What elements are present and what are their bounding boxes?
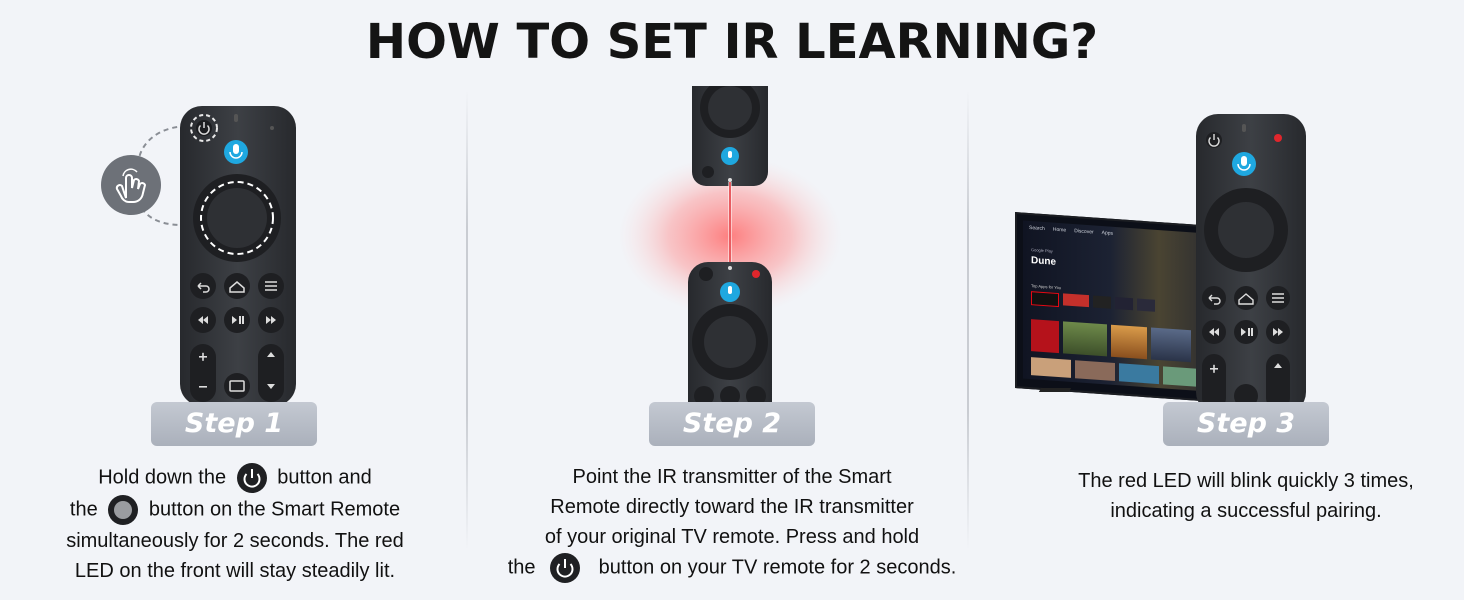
divider-right (967, 90, 969, 550)
mic-icon (1232, 152, 1256, 176)
divider-left (466, 90, 468, 550)
step3-remote (1196, 114, 1306, 402)
step1-description: Hold down the button and the button on t… (30, 462, 440, 586)
power-icon (550, 553, 581, 583)
tv-screen: Search Home Discover Apps Google Play Du… (1023, 220, 1217, 393)
step3-badge: Step 3 (1163, 402, 1329, 446)
tv-movie-title: Dune (1031, 255, 1056, 268)
step2-illustration (618, 86, 842, 402)
tv-source: Google Play (1031, 247, 1053, 254)
step2-description: Point the IR transmitter of the Smart Re… (482, 462, 982, 584)
step1-badge: Step 1 (151, 402, 317, 446)
power-icon (236, 463, 267, 493)
tv-stand (1038, 388, 1072, 392)
led-indicator (1274, 134, 1282, 142)
tv-section-title: Top Apps for You (1031, 283, 1062, 291)
page-title: HOW TO SET IR LEARNING? (365, 14, 1099, 70)
mic-icon (224, 140, 248, 164)
tv-tab-search: Search (1029, 224, 1045, 233)
step3-description: The red LED will blink quickly 3 times, … (1078, 470, 1414, 522)
tv-tab-apps: Apps (1101, 230, 1114, 237)
mic-icon (720, 282, 740, 302)
step2-badge: Step 2 (649, 402, 815, 446)
tv-tab-home: Home (1052, 226, 1067, 234)
power-icon (190, 114, 218, 142)
tv-tab-discover: Discover (1074, 228, 1094, 236)
hand-touch-icon (101, 155, 161, 215)
ring-button-icon (108, 495, 139, 525)
step1-illustration (101, 106, 296, 402)
